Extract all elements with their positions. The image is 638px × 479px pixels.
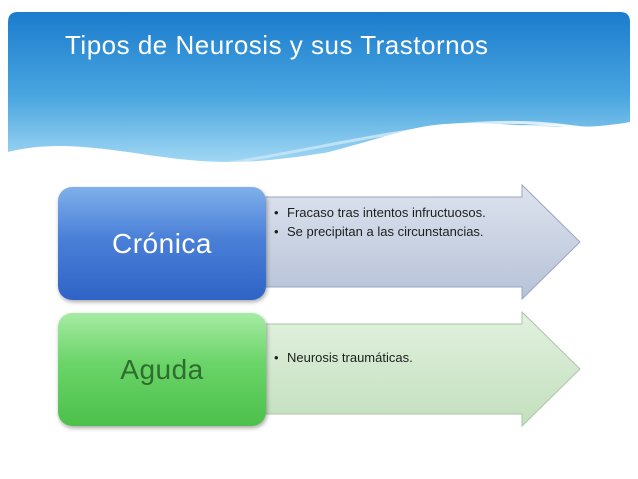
list-item: Se precipitan a las circunstancias. xyxy=(273,224,543,239)
aguda-arrow xyxy=(236,310,581,428)
header-banner xyxy=(8,12,630,192)
aguda-label-box: Aguda xyxy=(58,313,266,426)
aguda-label: Aguda xyxy=(120,353,204,385)
aguda-bullet-list: Neurosis traumáticas. xyxy=(273,350,543,369)
list-item: Neurosis traumáticas. xyxy=(273,350,543,365)
cronica-label: Crónica xyxy=(112,227,212,259)
cronica-label-box: Crónica xyxy=(58,187,266,300)
cronica-bullet-list: Fracaso tras intentos infructuosos. Se p… xyxy=(273,205,543,243)
slide-title: Tipos de Neurosis y sus Trastornos xyxy=(65,30,489,60)
header-wave-graphic xyxy=(8,12,630,192)
list-item: Fracaso tras intentos infructuosos. xyxy=(273,205,543,220)
